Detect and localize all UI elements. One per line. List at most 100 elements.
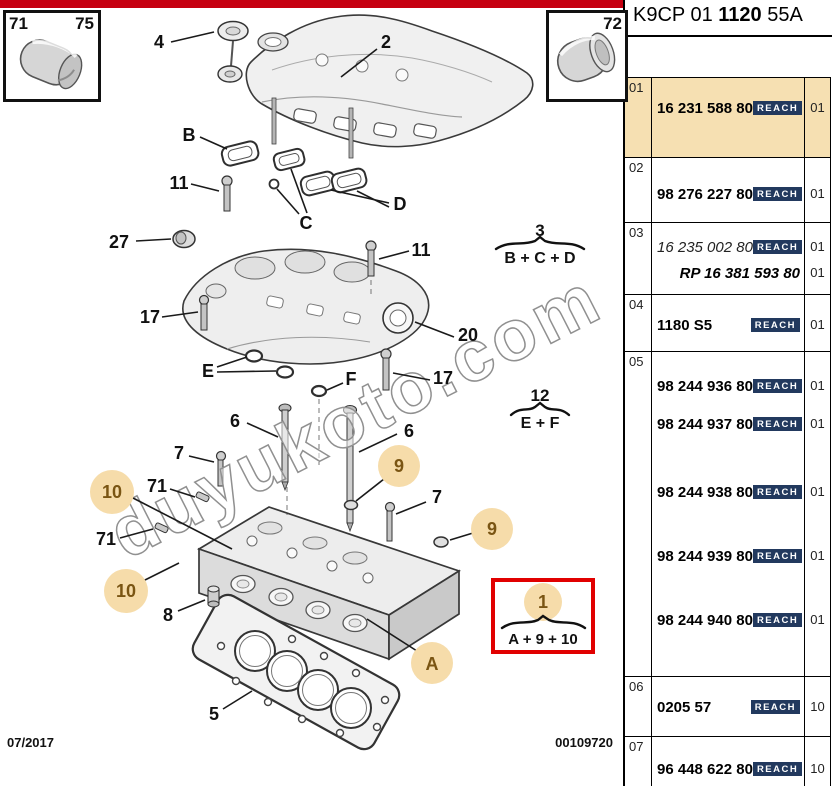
code-prefix: K9CP 01 <box>633 4 713 26</box>
gasket-b-drawing <box>220 140 260 167</box>
callout-7-left[interactable]: 7 <box>174 443 184 463</box>
callout-f[interactable]: F <box>346 369 357 389</box>
reach-badge[interactable]: REACH <box>752 548 803 564</box>
table-row[interactable]: 05 98 244 936 80 REACH 98 244 937 80 REA… <box>625 352 830 677</box>
part-number: 98 244 936 80 <box>657 377 753 395</box>
ref-number: 06 <box>629 679 644 694</box>
callout-e[interactable]: E <box>202 361 214 381</box>
reach-badge[interactable]: REACH <box>752 484 803 500</box>
qty-value: 01 <box>810 416 825 431</box>
qty-value: 01 <box>810 548 825 563</box>
part-number: 98 244 937 80 <box>657 415 753 433</box>
part-entry[interactable]: 16 235 002 80 REACH <box>657 237 803 257</box>
qty-cell: 01 01 01 01 01 <box>804 352 830 676</box>
table-row[interactable]: 07 96 448 622 80 REACH 10 <box>625 737 830 786</box>
reach-badge[interactable]: REACH <box>752 612 803 628</box>
reach-badge[interactable]: REACH <box>750 699 800 715</box>
group-label-1-redbox: 1 A + 9 + 10 <box>491 578 595 654</box>
part-entry[interactable]: RP 16 381 593 80 <box>657 263 800 283</box>
part-entry[interactable]: 98 244 940 80 REACH <box>657 610 803 630</box>
part-entry[interactable]: 98 244 939 80 REACH <box>657 546 803 566</box>
part-number: 98 244 939 80 <box>657 547 753 565</box>
circle-10b[interactable] <box>104 569 148 613</box>
callout-9a[interactable]: 9 <box>394 456 404 476</box>
callout-9b[interactable]: 9 <box>487 519 497 539</box>
catalog-code-header: K9CP 01 1120 55A <box>625 0 832 37</box>
fasteners-drawing <box>154 175 449 608</box>
circle-10a[interactable] <box>90 470 134 514</box>
callout-a[interactable]: A <box>426 654 439 674</box>
table-row[interactable]: 02 98 276 227 80 REACH 01 <box>625 158 830 223</box>
callout-11-left[interactable]: 11 <box>169 173 188 193</box>
leader-lines <box>119 31 474 710</box>
callout-5[interactable]: 5 <box>209 704 219 724</box>
table-row[interactable]: 06 0205 57 REACH 10 <box>625 677 830 737</box>
part-entry[interactable]: 98 276 227 80 REACH <box>657 184 803 204</box>
group-3-number: 3 <box>535 221 544 240</box>
oil-cap-drawing <box>217 20 249 83</box>
cap-plug-thumb-drawing <box>556 32 616 83</box>
callout-7-right[interactable]: 7 <box>432 487 442 507</box>
reach-badge[interactable]: REACH <box>752 186 803 202</box>
ref-number: 03 <box>629 225 644 240</box>
callout-71a[interactable]: 71 <box>147 476 167 496</box>
circle-9a[interactable] <box>378 445 420 487</box>
gasket-c-drawing <box>272 147 306 172</box>
callout-11-right[interactable]: 11 <box>411 240 430 260</box>
qty-value: 01 <box>810 484 825 499</box>
thumb-label-75: 75 <box>75 14 94 33</box>
thumb-label-71: 71 <box>9 14 28 33</box>
callout-6-left[interactable]: 6 <box>230 411 240 431</box>
table-row[interactable]: 03 16 235 002 80 REACH RP 16 381 593 80 … <box>625 223 830 295</box>
part-entry[interactable]: 1180 S5 REACH <box>657 315 800 335</box>
callout-10b[interactable]: 10 <box>116 581 136 601</box>
callout-17-left[interactable]: 17 <box>140 307 160 327</box>
qty-cell: 10 <box>804 677 830 736</box>
reach-badge[interactable]: REACH <box>752 416 803 432</box>
callout-71b[interactable]: 71 <box>96 529 116 549</box>
callout-6-right[interactable]: 6 <box>404 421 414 441</box>
part-entry[interactable]: 96 448 622 80 REACH <box>657 759 803 779</box>
qty-cell: 01 <box>804 295 830 351</box>
callout-b[interactable]: B <box>183 125 196 145</box>
highlight-circles <box>90 445 513 684</box>
gasket-d1-drawing <box>299 170 337 197</box>
thumbnail-box-71-75[interactable]: 71 75 <box>3 10 101 102</box>
reach-badge[interactable]: REACH <box>752 761 803 777</box>
part-entry[interactable]: 98 244 936 80 REACH <box>657 376 803 396</box>
part-entry[interactable]: 0205 57 REACH <box>657 697 800 717</box>
part-entry[interactable]: 98 244 938 80 REACH <box>657 482 803 502</box>
circle-a[interactable] <box>411 642 453 684</box>
part-entry[interactable]: 16 231 588 80 REACH <box>657 98 803 118</box>
circle-9b[interactable] <box>471 508 513 550</box>
callout-27[interactable]: 27 <box>109 232 129 252</box>
callout-17-right[interactable]: 17 <box>433 368 453 388</box>
callout-8[interactable]: 8 <box>163 605 173 625</box>
reach-badge[interactable]: REACH <box>752 239 803 255</box>
ref-number: 02 <box>629 160 644 175</box>
reach-badge[interactable]: REACH <box>750 317 800 333</box>
oring-c-drawing <box>268 178 280 190</box>
part-number: 0205 57 <box>657 698 712 716</box>
group-1-number: 1 <box>538 592 548 612</box>
callout-4[interactable]: 4 <box>154 32 164 52</box>
callout-20[interactable]: 20 <box>458 325 478 345</box>
callout-2[interactable]: 2 <box>381 32 391 52</box>
callout-10a[interactable]: 10 <box>102 482 122 502</box>
group-1-formula: A + 9 + 10 <box>508 631 578 648</box>
thumbnail-box-72[interactable]: 72 <box>546 10 628 102</box>
reach-badge[interactable]: REACH <box>752 100 803 116</box>
parts-table: 01 16 231 588 80 REACH 01 02 98 276 227 … <box>625 77 831 786</box>
callout-c[interactable]: C <box>300 213 313 233</box>
qty-value: 01 <box>810 378 825 393</box>
part-number: 98 244 938 80 <box>657 483 753 501</box>
callout-d[interactable]: D <box>394 194 407 214</box>
ref-cell: 06 <box>625 677 652 736</box>
table-row[interactable]: 01 16 231 588 80 REACH 01 <box>625 78 830 158</box>
ref-number: 05 <box>629 354 644 369</box>
table-row[interactable]: 04 1180 S5 REACH 01 <box>625 295 830 352</box>
code-suffix: 55A <box>767 4 803 26</box>
part-entry[interactable]: 98 244 937 80 REACH <box>657 414 803 434</box>
reach-badge[interactable]: REACH <box>752 378 803 394</box>
